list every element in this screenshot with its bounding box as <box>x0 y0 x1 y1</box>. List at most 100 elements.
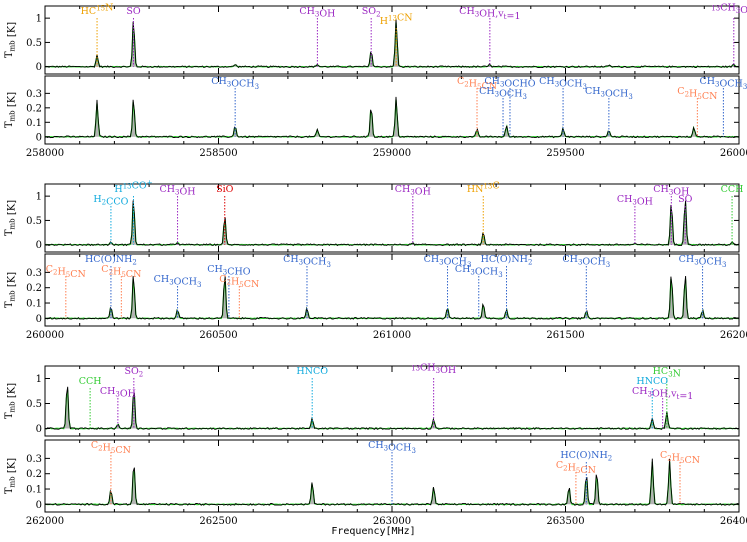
row1-top-molecule-label: CH3OH <box>395 184 431 198</box>
row1-xtick-label: 261500 <box>546 330 584 341</box>
row2-top-observed-line <box>44 386 740 430</box>
row1-bottom-molecule-label: C2H5CN <box>46 264 86 280</box>
row2-top-molecule-label: CCH <box>79 376 102 387</box>
row1-top-molecule-label: H13CO+ <box>114 179 152 195</box>
row1-top-ytick-label: 0 <box>36 240 42 251</box>
row0-bottom-frame <box>44 75 740 145</box>
row0-bottom-ylabel: Tmb [K] <box>4 92 18 128</box>
row0-top-molecule-label: H13CN <box>380 13 413 28</box>
row1-xtick-label: 260000 <box>26 330 64 341</box>
row1-xtick-label: 262000 <box>720 330 747 341</box>
row0-bottom-model-line <box>45 99 740 138</box>
row0-bottom-molecule-label: CH3OCHO <box>484 76 535 90</box>
row0-top-ytick-label: 1 <box>36 14 42 25</box>
row0-top-observed-line <box>45 19 740 69</box>
row1-top-molecule-label: H2CCO <box>93 194 128 208</box>
x-axis-label: Frequency[MHz] <box>331 526 416 537</box>
row0-top-molecule-label: SO <box>126 6 141 17</box>
row1-top-molecule-label: CH3OH <box>159 184 195 198</box>
row1-top-filled-area <box>45 200 739 246</box>
row1-bottom-molecule-label: CH3OCH3 <box>283 254 331 269</box>
row0-xtick-label: 258000 <box>26 148 64 159</box>
row1-bottom-ylabel: Tmb [K] <box>4 272 18 308</box>
row2-top-molecule-label: SO2 <box>124 366 143 379</box>
row2-xtick-label: 262000 <box>26 516 64 527</box>
row2-top-ytick-label: 0 <box>36 424 42 435</box>
row1-bottom-ytick-label: 0.1 <box>26 299 42 310</box>
row1-top-observed-line <box>44 200 740 247</box>
row2-top-molecule-label: CH3OH <box>100 386 136 400</box>
row2-top-molecule-label: HNCO <box>296 366 328 377</box>
row0-xtick-label: 259500 <box>546 148 584 159</box>
row1-top-molecule-label: CH3OH <box>617 194 653 208</box>
row1-bottom-filled-area <box>45 276 739 320</box>
row1-bottom-molecule-label: CH3OCH3 <box>562 254 610 269</box>
row0-bottom-molecule-label: CH3OCH3 <box>699 76 747 91</box>
row0-top-molecule-label: CH3OH,vt=1 <box>459 6 520 22</box>
row2-top-ylabel: Tmb [K] <box>4 383 18 419</box>
row0-top-molecule-label: 13CH3OH <box>711 3 747 17</box>
row2-xtick-label: 264000 <box>720 516 747 527</box>
row1-top-molecule-label: SO <box>678 194 693 205</box>
row1-bottom-molecule-label: CH3OCH3 <box>679 254 727 269</box>
row1-bottom-ytick-label: 0 <box>36 314 42 325</box>
row2-top-molecule-label: CH3OH,vt=1 <box>632 386 693 402</box>
row2-bottom-molecule-label: CH3OCH3 <box>368 440 416 455</box>
row0-top-ylabel: Tmb [K] <box>4 22 18 58</box>
row2-xtick-label: 263000 <box>373 516 411 527</box>
row0-xtick-label: 258500 <box>199 148 237 159</box>
row2-top-frame <box>44 365 740 437</box>
row0-top-molecule-label: CH3OH <box>299 6 335 20</box>
row1-bottom-ytick-label: 0.2 <box>26 283 42 294</box>
row1-top-molecule-label: HN13C <box>467 181 500 196</box>
row0-top-molecule-label: HC15N <box>81 3 114 18</box>
row1-bottom-frame <box>44 253 740 327</box>
row0-bottom-molecule-label: CH3OCH3 <box>479 86 527 101</box>
row0-bottom-ytick-label: 0 <box>36 132 42 143</box>
row2-bottom-observed-line <box>44 458 740 506</box>
row1-bottom-observed-line <box>44 275 739 320</box>
row1-bottom-model-line <box>44 279 740 320</box>
row1-top-ylabel: Tmb [K] <box>4 200 18 236</box>
row0-top-ytick-label: 0 <box>36 62 42 73</box>
row0-bottom-observed-line <box>44 96 740 139</box>
row1-bottom-molecule-label: CH3OCH3 <box>154 274 202 289</box>
row1-bottom-molecule-label: CH3OCH3 <box>455 264 503 279</box>
row0-top-model-line <box>44 22 740 68</box>
row2-bottom-ytick-label: 0.3 <box>26 454 42 465</box>
row1-top-molecule-label: CH3OH <box>653 184 689 198</box>
row2-bottom-molecule-label: HC(O)NH2 <box>560 450 612 463</box>
row2-bottom-ytick-label: 0 <box>36 500 42 511</box>
row1-bottom-molecule-label: HC(O)NH2 <box>481 254 533 267</box>
row2-top-molecule-label: HC3N <box>653 366 681 380</box>
row1-xtick-label: 261000 <box>373 330 411 341</box>
row2-bottom-molecule-label: C2H5CN <box>91 440 131 456</box>
row0-bottom-molecule-label: CH3OCH3 <box>539 76 587 91</box>
row0-top-molecule-label: SO2 <box>362 6 381 19</box>
row0-top-ytick-label: 0.5 <box>26 38 42 49</box>
row0-bottom-molecule-label: CH3OCH3 <box>211 76 259 91</box>
row1-bottom-molecule-label: CH3CHO <box>207 264 251 278</box>
row0-bottom-ytick-label: 0.3 <box>26 89 42 100</box>
row1-top-ytick-label: 1 <box>36 192 42 203</box>
row0-bottom-molecule-label: CH3OCH3 <box>585 86 633 101</box>
row1-top-molecule-label: CCH <box>721 184 744 195</box>
row2-bottom-ytick-label: 0.1 <box>26 485 42 496</box>
row0-bottom-ytick-label: 0.2 <box>26 103 42 114</box>
row2-top-molecule-label: 13CH3OH <box>411 363 456 377</box>
row0-xtick-label: 260000 <box>720 148 747 159</box>
row0-top-filled-area <box>45 19 739 68</box>
row2-bottom-ylabel: Tmb [K] <box>4 458 18 494</box>
row1-top-ytick-label: 0.5 <box>26 216 42 227</box>
row1-bottom-molecule-label: HC(O)NH2 <box>85 254 137 267</box>
row2-top-molecule-label: HNCO <box>636 376 668 387</box>
row2-top-ytick-label: 0.5 <box>26 399 42 410</box>
row1-top-molecule-label: SiO <box>216 184 234 195</box>
row2-top-ytick-label: 1 <box>36 374 42 385</box>
row0-bottom-ytick-label: 0.1 <box>26 118 42 129</box>
row0-bottom-filled-area <box>45 96 739 138</box>
row2-bottom-ytick-label: 0.2 <box>26 469 42 480</box>
row2-xtick-label: 263500 <box>546 516 584 527</box>
